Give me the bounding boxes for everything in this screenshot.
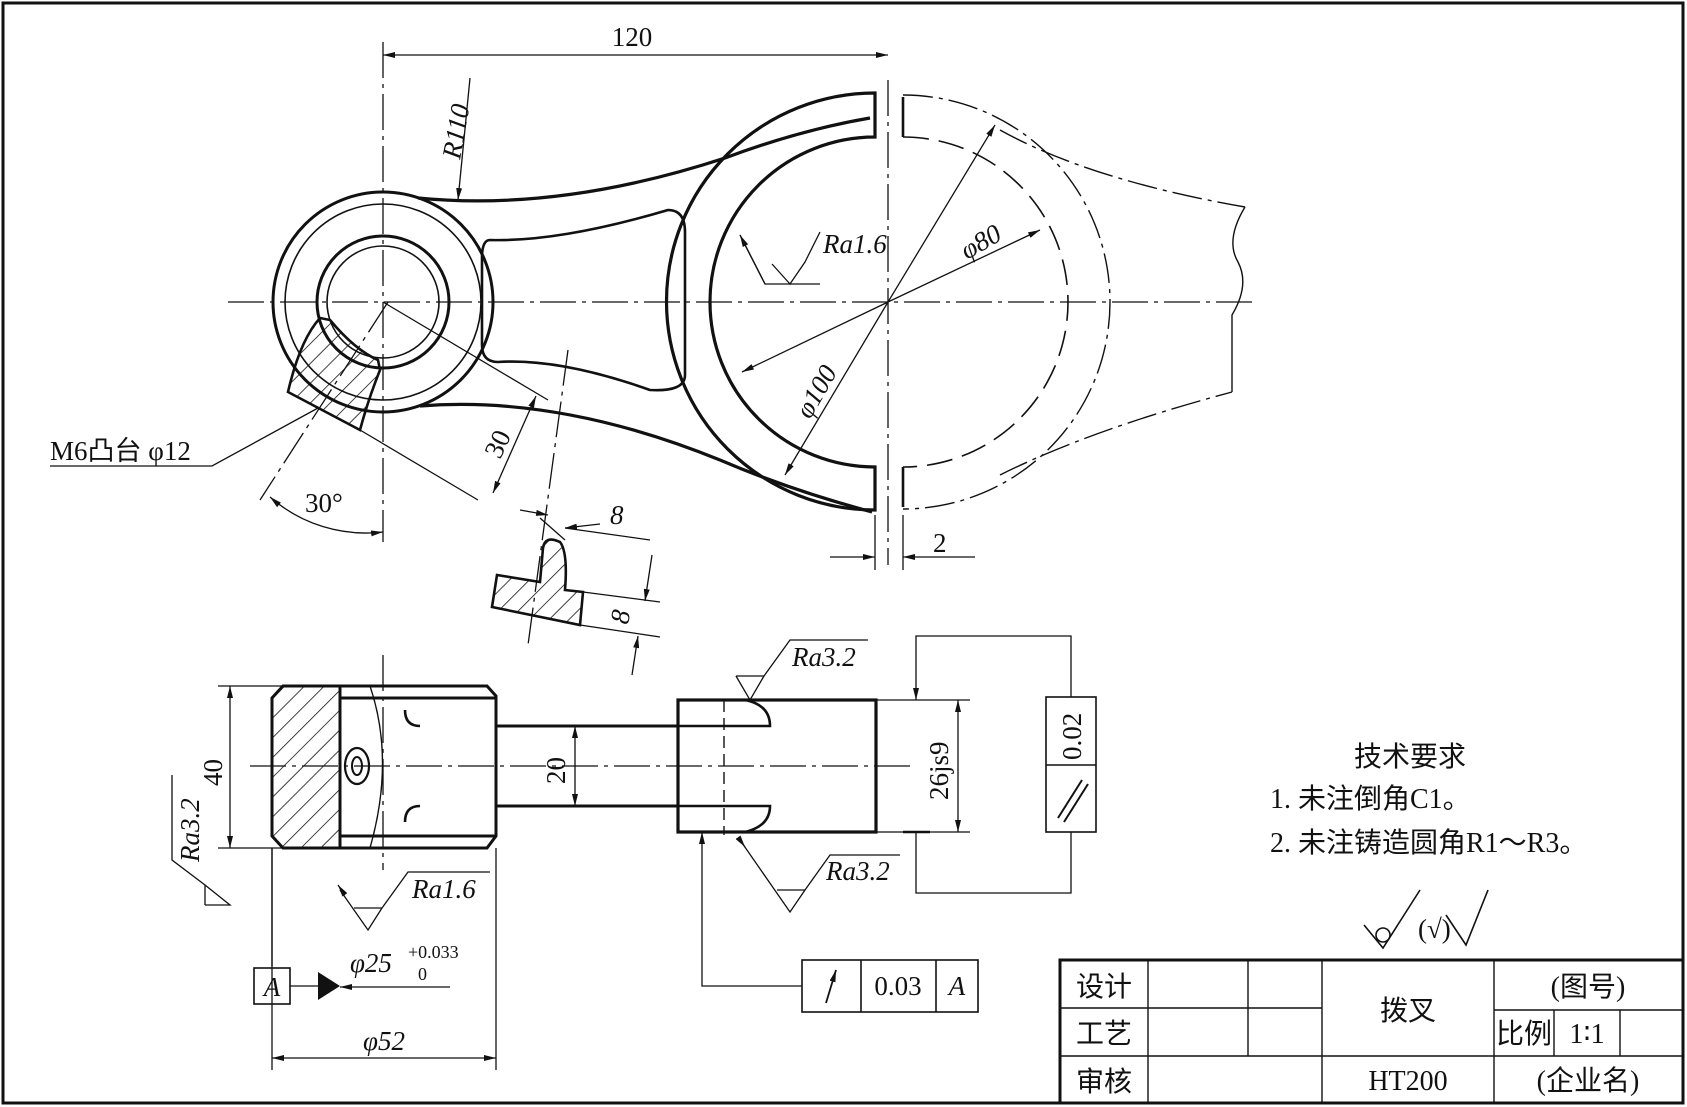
dim-120: 120 [612, 22, 653, 52]
dim-26js9: 26js9 [924, 741, 954, 800]
dim-phi25-tol-lower: 0 [418, 964, 427, 984]
tb-material: HT200 [1368, 1066, 1447, 1097]
roughness-ra32-left: Ra3.2 [175, 798, 205, 863]
tb-review-label: 审核 [1076, 1066, 1132, 1098]
dim-phi80: φ80 [955, 218, 1007, 265]
plan-dimensions [50, 52, 1041, 570]
dim-angle-30: 30° [305, 488, 343, 518]
gdt-parallel-value: 0.02 [1057, 713, 1087, 760]
title-block [1058, 958, 1685, 1105]
front-dimensions [171, 635, 1097, 1070]
tb-scale-label: 比例 [1496, 1018, 1552, 1050]
tb-company: (企业名) [1537, 1065, 1640, 1097]
gdt-runout-value: 0.03 [874, 971, 921, 1001]
tb-part-name: 拨叉 [1380, 995, 1436, 1027]
roughness-ra32-top: Ra3.2 [791, 642, 856, 672]
tech-requirements-title: 技术要求 [1354, 741, 1466, 773]
dim-r110: R110 [436, 101, 475, 162]
dim-phi25: φ25 [350, 948, 392, 978]
roughness-ra32-bottom: Ra3.2 [825, 856, 890, 886]
dim-2: 2 [933, 528, 947, 558]
general-roughness-text: (√) [1418, 914, 1451, 944]
plan-view [228, 42, 1258, 646]
dim-40: 40 [198, 759, 228, 786]
datum-a-label: A [262, 972, 281, 1002]
tb-craft-label: 工艺 [1076, 1018, 1132, 1050]
dim-phi52: φ52 [363, 1026, 405, 1056]
front-view [250, 655, 910, 870]
roughness-ra16-bottom: Ra1.6 [411, 874, 476, 904]
tb-design-label: 设计 [1076, 971, 1132, 1003]
dim-30: 30 [478, 425, 517, 462]
dim-8-top: 8 [610, 500, 624, 530]
tb-drawing-number: (图号) [1551, 972, 1626, 1003]
removed-section [490, 509, 661, 676]
general-roughness-symbol [1363, 889, 1489, 950]
tech-requirement-1: 1. 未注倒角C1。 [1270, 783, 1471, 815]
label-m6-boss: M6凸台 φ12 [50, 436, 191, 466]
dim-8-side: 8 [604, 607, 636, 626]
dim-phi25-tol-upper: +0.033 [408, 942, 459, 962]
tech-requirement-2: 2. 未注铸造圆角R1～R3。 [1270, 827, 1587, 859]
roughness-ra16-top: Ra1.6 [822, 229, 887, 259]
tb-scale-value: 1∶1 [1569, 1019, 1604, 1050]
gdt-runout-datum: A [947, 971, 966, 1001]
text-layer: 120 R110 φ80 φ100 30 30° 8 8 2 M6凸台 φ12 … [50, 22, 1639, 1098]
dim-20: 20 [541, 757, 571, 784]
